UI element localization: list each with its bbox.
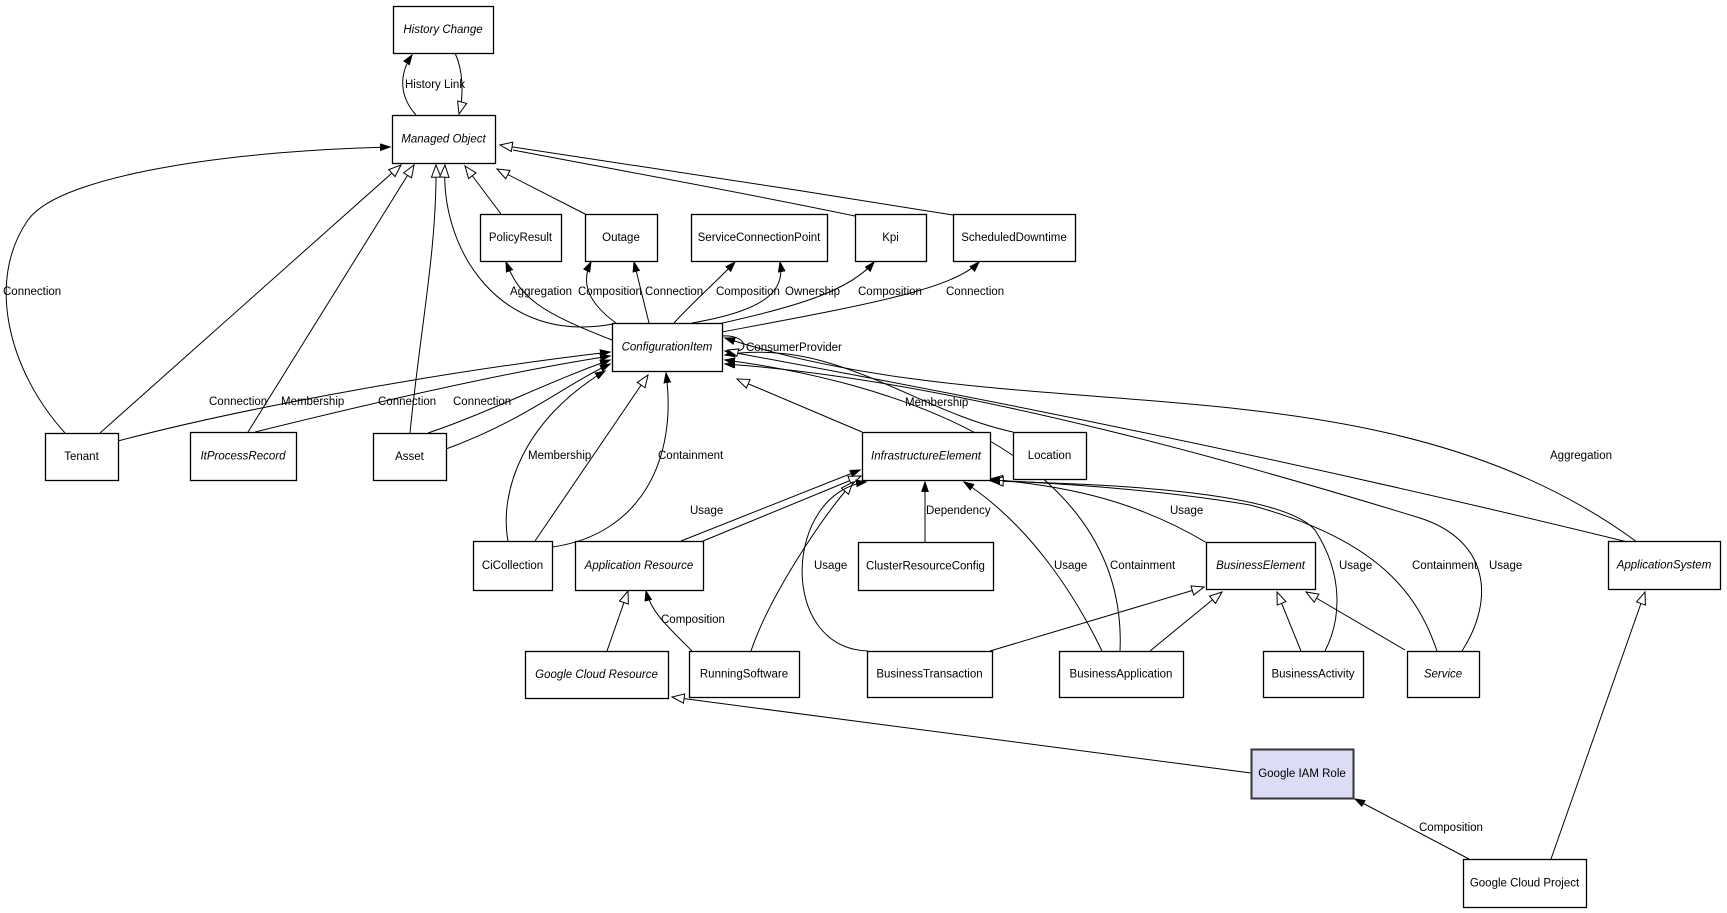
svg-text:Connection: Connection — [209, 396, 267, 408]
svg-text:Kpi: Kpi — [882, 232, 899, 244]
svg-text:Composition: Composition — [1419, 822, 1483, 834]
svg-text:Composition: Composition — [716, 286, 780, 298]
svg-text:Connection: Connection — [3, 286, 61, 298]
svg-text:ServiceConnectionPoint: ServiceConnectionPoint — [698, 232, 822, 244]
svg-text:ApplicationSystem: ApplicationSystem — [1616, 560, 1712, 572]
svg-text:Managed Object: Managed Object — [401, 134, 486, 146]
svg-text:Asset: Asset — [395, 451, 425, 463]
svg-text:Membership: Membership — [905, 397, 968, 409]
svg-text:Application Resource: Application Resource — [584, 560, 694, 572]
svg-text:Google Cloud Resource: Google Cloud Resource — [535, 669, 658, 681]
svg-text:Composition: Composition — [578, 286, 642, 298]
svg-text:ScheduledDowntime: ScheduledDowntime — [961, 232, 1066, 244]
svg-text:Tenant: Tenant — [64, 451, 99, 463]
svg-text:Usage: Usage — [690, 505, 723, 517]
svg-text:BusinessActivity: BusinessActivity — [1271, 669, 1354, 681]
svg-text:Connection: Connection — [378, 396, 436, 408]
svg-text:Membership: Membership — [281, 396, 344, 408]
svg-text:Usage: Usage — [1170, 505, 1203, 517]
svg-text:BusinessApplication: BusinessApplication — [1070, 669, 1173, 681]
svg-text:BusinessTransaction: BusinessTransaction — [876, 669, 982, 681]
svg-text:RunningSoftware: RunningSoftware — [700, 669, 788, 681]
svg-text:Location: Location — [1028, 450, 1071, 462]
svg-text:Usage: Usage — [1489, 560, 1522, 572]
svg-text:Usage: Usage — [1339, 560, 1372, 572]
svg-text:Containment: Containment — [1110, 560, 1176, 572]
svg-text:Aggregation: Aggregation — [1550, 450, 1612, 462]
svg-text:ClusterResourceConfig: ClusterResourceConfig — [866, 561, 985, 573]
svg-text:Connection: Connection — [946, 286, 1004, 298]
svg-text:ConfigurationItem: ConfigurationItem — [622, 342, 713, 354]
svg-text:Usage: Usage — [1054, 560, 1087, 572]
svg-text:BusinessElement: BusinessElement — [1216, 560, 1306, 572]
svg-text:Composition: Composition — [661, 614, 725, 626]
svg-text:Membership: Membership — [528, 450, 591, 462]
svg-text:Connection: Connection — [453, 396, 511, 408]
svg-text:Ownership: Ownership — [785, 286, 840, 298]
svg-text:Google IAM Role: Google IAM Role — [1258, 768, 1346, 780]
svg-text:Composition: Composition — [858, 286, 922, 298]
svg-text:History Link: History Link — [405, 79, 465, 91]
svg-text:Containment: Containment — [658, 450, 724, 462]
svg-text:CiCollection: CiCollection — [482, 560, 543, 572]
svg-text:Connection: Connection — [645, 286, 703, 298]
svg-text:Containment: Containment — [1412, 560, 1478, 572]
svg-text:ItProcessRecord: ItProcessRecord — [200, 451, 286, 463]
svg-text:Dependency: Dependency — [926, 505, 991, 517]
svg-text:ConsumerProvider: ConsumerProvider — [746, 342, 842, 354]
svg-text:Google Cloud Project: Google Cloud Project — [1470, 878, 1580, 890]
svg-text:InfrastructureElement: InfrastructureElement — [871, 451, 982, 463]
svg-text:Outage: Outage — [602, 232, 640, 244]
svg-text:Aggregation: Aggregation — [510, 286, 572, 298]
svg-text:Usage: Usage — [814, 560, 847, 572]
svg-text:History Change: History Change — [403, 24, 482, 36]
svg-text:Service: Service — [1424, 669, 1462, 681]
svg-text:PolicyResult: PolicyResult — [489, 232, 553, 244]
